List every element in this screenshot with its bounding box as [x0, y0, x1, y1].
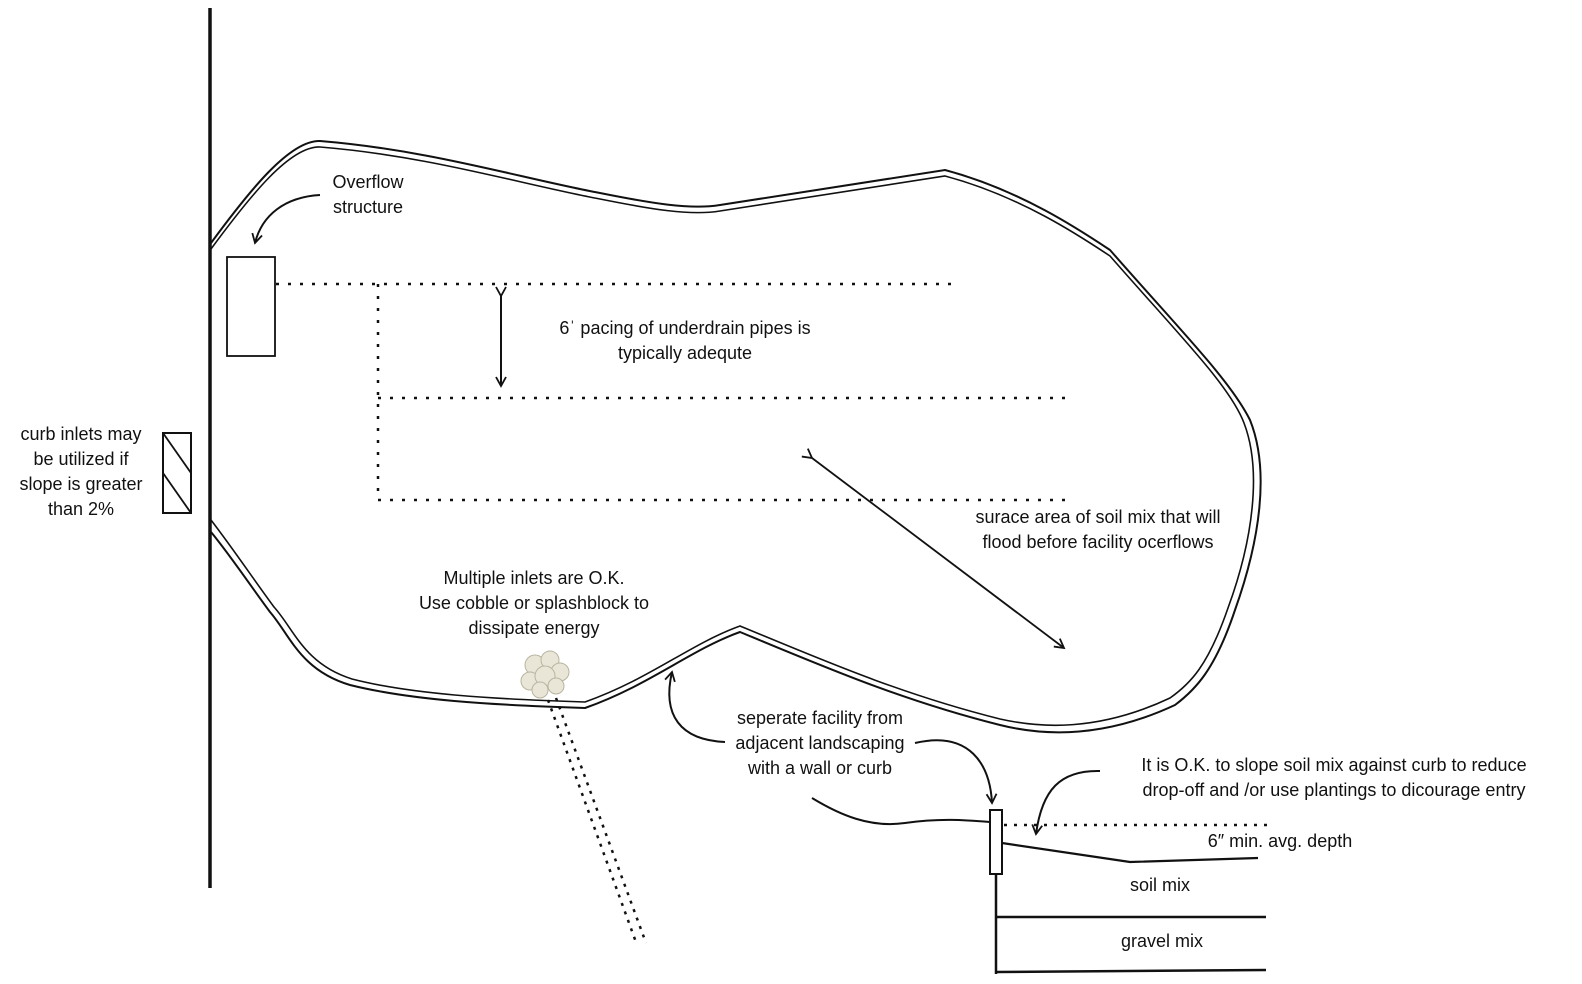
cobble-splashblock	[520, 650, 570, 699]
adjacent-ground-line	[811, 797, 991, 826]
slope-soil-label: It is O.K. to slope soil mix against cur…	[1108, 753, 1560, 803]
slope-label-line2: drop-off and /or use plantings to dicour…	[1142, 780, 1526, 800]
spacing-label-line1: 6ˈ pacing of underdrain pipes is	[559, 318, 811, 338]
separate-label-line2: adjacent landscaping	[735, 733, 905, 753]
curb-inlet-box	[162, 432, 192, 514]
curb-label-line2: be utilized if	[33, 449, 129, 469]
slope-leader-arrow	[1031, 769, 1101, 836]
spacing-label-line2: typically adequte	[617, 343, 753, 363]
overflow-label-line1: Overflow	[332, 172, 404, 192]
curb-inlet-label: curb inlets may be utilized if slope is …	[2, 422, 160, 522]
surface-label-line2: flood before facility ocerflows	[982, 532, 1214, 552]
gravel-bottom-line	[995, 968, 1267, 974]
inlets-label-line3: dissipate energy	[468, 618, 600, 638]
curb-label-line1: curb inlets may	[20, 424, 142, 444]
overflow-structure-box	[226, 256, 276, 357]
curb-label-line3: slope is greater	[19, 474, 143, 494]
soil-surface-line	[1001, 841, 1259, 864]
slope-label-line1: It is O.K. to slope soil mix against cur…	[1141, 755, 1527, 775]
overflow-structure-label: Overflow structure	[318, 170, 418, 220]
multiple-inlets-label: Multiple inlets are O.K. Use cobble or s…	[392, 566, 676, 641]
facility-outline	[210, 139, 1262, 734]
separate-facility-label: seperate facility from adjacent landscap…	[712, 706, 928, 781]
wall-leader-arrow	[914, 739, 998, 805]
inlets-label-line2: Use cobble or splashblock to	[418, 593, 650, 613]
inlets-label-line1: Multiple inlets are O.K.	[443, 568, 625, 588]
separate-label-line3: with a wall or curb	[747, 758, 893, 778]
soil-mix-label: soil mix	[1129, 875, 1190, 895]
surface-area-double-arrow	[801, 448, 1066, 650]
surface-area-label: surace area of soil mix that will flood …	[946, 505, 1250, 555]
gravel-mix-label: gravel mix	[1120, 931, 1204, 951]
surface-label-line1: surace area of soil mix that will	[975, 507, 1221, 527]
curb-wall	[989, 809, 1003, 875]
inlet-pipe	[546, 697, 648, 946]
depth-label: 6″ min. avg. depth	[1207, 831, 1353, 851]
separate-facility-leader-arrow	[664, 670, 726, 743]
overflow-leader-arrow	[251, 194, 321, 245]
overflow-label-line2: structure	[332, 197, 404, 217]
curb-label-line4: than 2%	[47, 499, 115, 519]
underdrain-spacing-label: 6ˈ pacing of underdrain pipes is typical…	[520, 316, 850, 366]
separate-label-line1: seperate facility from	[736, 708, 904, 728]
